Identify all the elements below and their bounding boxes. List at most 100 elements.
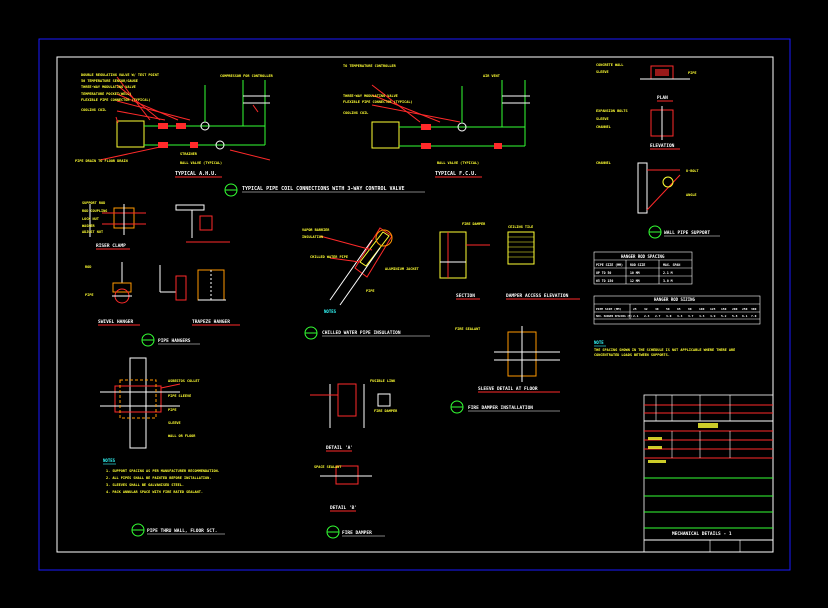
hr-r0c3: 2.7 bbox=[655, 314, 661, 318]
hanger-label-b: PIPE bbox=[85, 293, 93, 297]
inner-border bbox=[56, 56, 774, 553]
hs-r1c2: 3.0 M bbox=[663, 279, 673, 283]
insulation-notes: NOTES bbox=[324, 309, 337, 314]
hs-r0c1: 10 MM bbox=[630, 271, 640, 275]
right-note: NOTE THE SPACING SHOWN IN THE SCHEDULE I… bbox=[594, 340, 735, 357]
hr-r0c5: 3.4 bbox=[677, 314, 683, 318]
riser-label-0: SUPPORT ROD bbox=[82, 201, 105, 205]
ahu-left-label-3: TEMPERATURE POCKET(WELL) bbox=[81, 92, 132, 96]
fire-damper-install-title: FIRE DAMPER INSTALLATION bbox=[468, 405, 533, 411]
riser-label-3: WASHER bbox=[82, 224, 96, 228]
elevation-detail: EXPANSION BOLTS SLEEVE CHANNEL ELEVATION bbox=[596, 106, 680, 150]
plan-detail: CONCRETE WALL SLEEVE PIPE PLAN bbox=[596, 63, 696, 102]
hr-h12: 300 bbox=[751, 307, 757, 311]
ahu-right-detail: TO TEMPERATURE CONTROLLER THREE-WAY MODU… bbox=[343, 64, 530, 178]
detail-a-label-1: FIRE DAMPER bbox=[374, 409, 398, 413]
hr-h10: 200 bbox=[732, 307, 738, 311]
damper-label-2: CEILING TILE bbox=[508, 225, 533, 229]
pipe-hangers-title: PIPE HANGERS bbox=[158, 338, 191, 344]
insulation-label-0: VAPOR BARRIER bbox=[302, 228, 330, 232]
hanger-item-0: SWIVEL HANGER bbox=[98, 319, 134, 325]
riser-clamp-title: RISER CLAMP bbox=[96, 243, 126, 249]
damper-detail: CEILING TILE FIRE DAMPER SECTION DAMPER … bbox=[439, 222, 580, 300]
riser-label-1: ROD COUPLING bbox=[82, 209, 107, 213]
wall-sleeve-title: PIPE THRU WALL, FLOOR SCT. bbox=[147, 528, 217, 534]
hr-h8: 125 bbox=[710, 307, 716, 311]
damper-section-title: SECTION bbox=[456, 293, 475, 299]
ahu-right-label-2: FLEXIBLE PIPE CONNECTOR (TYPICAL) bbox=[343, 100, 413, 104]
fire-damper-title: FIRE DAMPER bbox=[342, 530, 372, 536]
wall-support-label-2: ANGLE bbox=[686, 193, 697, 197]
elevation-label-1: SLEEVE bbox=[596, 117, 609, 121]
ahu-left-label-8: BALL VALVE (TYPICAL) bbox=[180, 161, 222, 165]
sleeve-title: SLEEVE DETAIL AT FLOOR bbox=[478, 386, 538, 392]
ahu-left-label-4: FLEXIBLE PIPE CONNECTOR (TYPICAL) bbox=[81, 98, 151, 102]
hanger-item-2: TRAPEZE HANGER bbox=[192, 319, 230, 325]
insulation-label-1: INSULATION bbox=[302, 235, 323, 239]
elevation-label-2: CHANNEL bbox=[596, 125, 611, 129]
ahu-right-label-5: BALL VALVE (TYPICAL) bbox=[437, 161, 479, 165]
ahu-left-callouts bbox=[99, 76, 271, 161]
coil-connections-title: TYPICAL PIPE COIL CONNECTIONS WITH 3-WAY… bbox=[242, 186, 405, 192]
hs-r0c0: UP TO 50 bbox=[596, 271, 611, 275]
detail-b-labels: SPACE SEALANT bbox=[314, 465, 341, 469]
plan-label-0: CONCRETE WALL bbox=[596, 63, 623, 67]
hr-r0c1: 2.1 bbox=[633, 314, 639, 318]
hr-h1: 25 bbox=[633, 307, 637, 311]
hr-h6: 80 bbox=[688, 307, 692, 311]
plan-label-1: SLEEVE bbox=[596, 70, 609, 74]
hr-r0c12: 7.0 bbox=[751, 314, 757, 318]
insulation-detail: VAPOR BARRIER INSULATION CHILLED WATER P… bbox=[302, 227, 430, 340]
ahu-left-label-7: STRAINER bbox=[180, 152, 198, 156]
hr-r0c6: 3.7 bbox=[688, 314, 694, 318]
plan-label-2: PIPE bbox=[688, 71, 696, 75]
right-note-heading: NOTE bbox=[594, 340, 604, 345]
ahu-left-label-5: COOLING COIL bbox=[81, 108, 106, 112]
hs-h0: PIPE SIZE (MM) bbox=[596, 263, 623, 267]
plan-title: PLAN bbox=[657, 95, 668, 101]
coil-connections-title-block: TYPICAL PIPE COIL CONNECTIONS WITH 3-WAY… bbox=[224, 183, 425, 197]
damper-label-3: FIRE DAMPER bbox=[462, 222, 486, 226]
wall-support-label-1: U-BOLT bbox=[686, 169, 699, 173]
hs-r1c1: 12 MM bbox=[630, 279, 640, 283]
detail-a-label-0: FUSIBLE LINK bbox=[370, 379, 396, 383]
hr-r0c2: 2.4 bbox=[644, 314, 650, 318]
note-1: 2. ALL PIPES SHALL BE PAINTED BEFORE INS… bbox=[106, 476, 211, 480]
riser-label-4: ADJUST NUT bbox=[82, 230, 103, 234]
hr-r0c9: 5.2 bbox=[721, 314, 727, 318]
hr-h0: PIPE SIZE (MM) bbox=[596, 307, 621, 311]
hanger-rod-cells: PIPE SIZE (MM) 25 32 40 50 65 80 100 125… bbox=[596, 307, 757, 318]
wall-sleeve-label-3: SLEEVE bbox=[168, 421, 181, 425]
wall-support-detail: CHANNEL U-BOLT ANGLE WALL PIPE SUPPORT bbox=[596, 161, 720, 239]
ahu-right-label-4: AIR VENT bbox=[483, 74, 500, 78]
hr-h7: 100 bbox=[699, 307, 705, 311]
hanger-spacing-title: HANGER ROD SPACING bbox=[621, 254, 665, 259]
hr-r0c7: 4.3 bbox=[699, 314, 705, 318]
ahu-left-label-6: COMPRESSOR FOR CONTROLLER bbox=[220, 74, 274, 78]
sleeve-detail-at-floor: FIRE SEALANT SLEEVE DETAIL AT FLOOR FIRE… bbox=[450, 326, 560, 414]
ahu-left-label-2: THREE-WAY MODULATING VALVE bbox=[81, 85, 136, 89]
drawing-title: MECHANICAL DETAILS - 1 bbox=[672, 531, 732, 537]
detail-b: SPACE SEALANT DETAIL 'B' FIRE DAMPER bbox=[314, 465, 385, 539]
insulation-label-3: ALUMINIUM JACKET bbox=[385, 267, 419, 271]
note-3: 4. PACK ANNULAR SPACE WITH FIRE RATED SE… bbox=[106, 490, 203, 494]
general-notes: NOTES 1. SUPPORT SPACING AS PER MANUFACT… bbox=[103, 458, 225, 537]
ahu-left-detail: DOUBLE REGULATING VALVE W/ TEST POINT 50… bbox=[75, 73, 274, 178]
ahu-right-label-0: TO TEMPERATURE CONTROLLER bbox=[343, 64, 397, 68]
riser-clamp-detail: SUPPORT ROD ROD COUPLING LOCK NUT WASHER… bbox=[82, 201, 146, 250]
ahu-left-label-9: PIPE DRAIN TO FLOOR DRAIN bbox=[75, 159, 128, 163]
note-0: 1. SUPPORT SPACING AS PER MANUFACTURER R… bbox=[106, 469, 220, 473]
damper-elevation-title: DAMPER ACCESS ELEVATION bbox=[506, 293, 569, 299]
note-2: 3. SLEEVES SHALL BE GALVANISED STEEL. bbox=[106, 483, 184, 487]
ahu-right-label-3: COOLING COIL bbox=[343, 111, 368, 115]
outer-border bbox=[38, 38, 791, 571]
hr-h11: 250 bbox=[742, 307, 748, 311]
hr-r0c4: 3.0 bbox=[666, 314, 672, 318]
wall-sleeve-label-4: WALL OR FLOOR bbox=[168, 434, 196, 438]
insulation-label-2: CHILLED WATER PIPE bbox=[310, 255, 348, 259]
hr-r0c8: 4.9 bbox=[710, 314, 716, 318]
detail-a: FUSIBLE LINK FIRE DAMPER DETAIL 'A' bbox=[310, 379, 398, 452]
hr-r0c11: 6.1 bbox=[742, 314, 748, 318]
hr-h5: 65 bbox=[677, 307, 681, 311]
